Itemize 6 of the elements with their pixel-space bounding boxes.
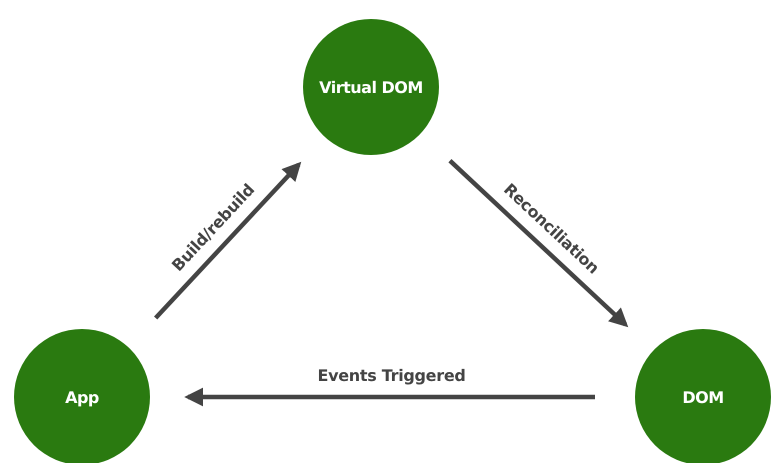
- arrow: [184, 388, 595, 406]
- node-label: App: [65, 388, 99, 406]
- arrow: [448, 159, 628, 328]
- arrow: [154, 162, 302, 320]
- node-label: Virtual DOM: [319, 78, 423, 96]
- node-label: DOM: [682, 388, 724, 406]
